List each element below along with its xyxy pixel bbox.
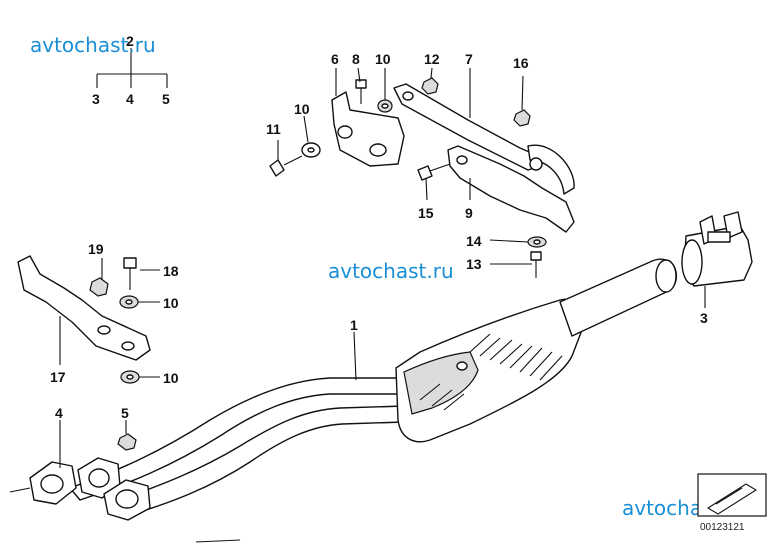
callout-15: 15 [418, 205, 434, 221]
callout-5-nut: 5 [121, 405, 129, 421]
bolt-8 [355, 79, 367, 104]
callout-1: 1 [350, 317, 358, 333]
callout-10-b: 10 [294, 101, 310, 117]
callout-3-top: 3 [92, 91, 100, 107]
catalytic-converter [395, 258, 678, 443]
callout-10-c: 10 [163, 295, 179, 311]
reference-box: 00123121 [697, 473, 767, 533]
callout-16: 16 [513, 55, 529, 71]
bolt-15 [417, 163, 451, 181]
callout-17: 17 [50, 369, 66, 385]
pipe-flanges [9, 457, 241, 543]
callout-10-d: 10 [163, 370, 179, 386]
upper-brackets [269, 77, 575, 233]
callout-5-top: 5 [162, 91, 170, 107]
group-tree-2 [96, 48, 168, 88]
nut-16 [513, 109, 531, 127]
callout-4-flange: 4 [55, 405, 63, 421]
callout-3-clamp: 3 [700, 310, 708, 326]
left-hanger-bracket [17, 255, 151, 361]
callout-2: 2 [126, 33, 134, 49]
callout-8: 8 [352, 51, 360, 67]
washer-14 [527, 236, 547, 248]
washer-10-left [301, 142, 321, 158]
callout-11: 11 [266, 121, 281, 137]
callout-9: 9 [465, 205, 473, 221]
callout-18: 18 [163, 263, 179, 279]
bolt-18 [123, 257, 137, 290]
watermark-center: avtochast.ru [328, 259, 454, 283]
washer-10-hanger-top [119, 295, 139, 309]
callout-13: 13 [466, 256, 482, 272]
pipe-clamp [681, 211, 753, 308]
watermarks: avtochast.ru avtochast.ru avtochast.ru [30, 33, 748, 520]
washer-10-hanger-bottom [120, 370, 140, 384]
callout-6: 6 [331, 51, 339, 67]
nut-19 [89, 277, 109, 297]
callout-4-top: 4 [126, 91, 134, 107]
callout-7: 7 [465, 51, 473, 67]
nut-5 [117, 433, 137, 451]
reference-number: 00123121 [700, 522, 745, 533]
callout-19: 19 [88, 241, 104, 257]
nut-12 [421, 77, 439, 95]
callout-10-a: 10 [375, 51, 391, 67]
callout-12: 12 [424, 51, 440, 67]
leader-lines [59, 67, 532, 468]
callout-numbers: 2 3 4 5 6 8 10 12 7 16 10 11 15 9 14 13 … [50, 33, 708, 421]
callout-14: 14 [466, 233, 482, 249]
watermark-top-left: avtochast.ru [30, 33, 156, 57]
bolt-13 [530, 251, 542, 278]
washer-10-upper [377, 99, 393, 113]
bolt-11 [269, 155, 303, 177]
car-outline-icon [706, 483, 758, 515]
